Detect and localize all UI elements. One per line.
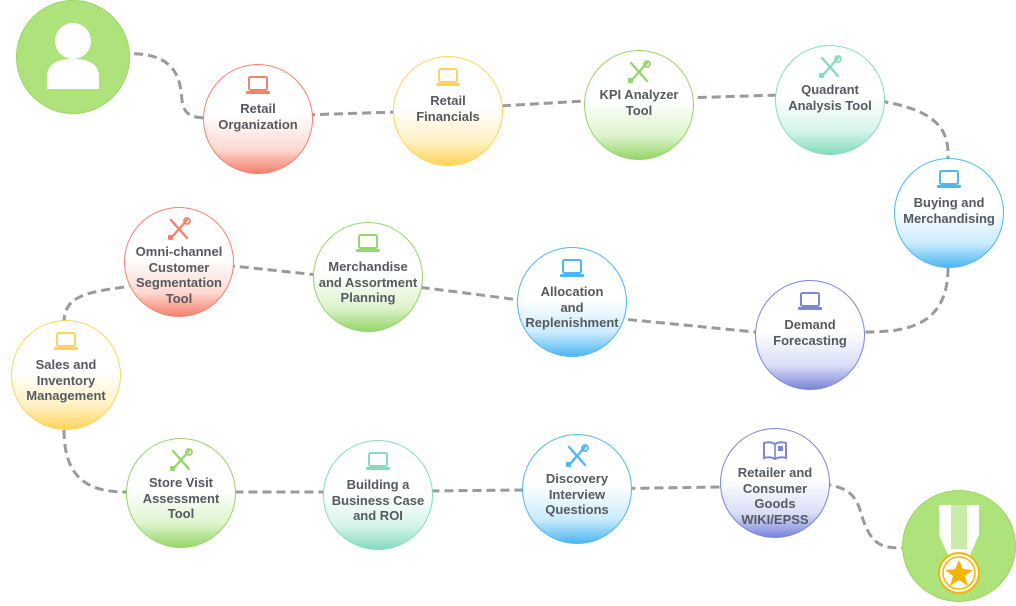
tools-icon bbox=[165, 217, 193, 240]
node-sales-and-inventory-management[interactable]: Sales and Inventory Management bbox=[11, 320, 121, 430]
node-label: KPI Analyzer Tool bbox=[599, 87, 679, 118]
node-label: Omni-channel Customer Segmentation Tool bbox=[135, 244, 223, 306]
node-label: Sales and Inventory Management bbox=[26, 357, 106, 403]
node-kpi-analyzer-tool[interactable]: KPI Analyzer Tool bbox=[584, 50, 694, 160]
laptop-icon bbox=[434, 67, 462, 89]
laptop-icon bbox=[244, 75, 272, 97]
node-merchandise-and-assortment-planning[interactable]: Merchandise and Assortment Planning bbox=[313, 222, 423, 332]
node-retail-financials[interactable]: Retail Financials bbox=[393, 56, 503, 166]
node-label: Quadrant Analysis Tool bbox=[788, 82, 872, 113]
laptop-icon bbox=[354, 233, 382, 255]
node-label: Building a Business Case and ROI bbox=[331, 477, 425, 523]
start-user-node bbox=[16, 0, 130, 114]
node-discovery-interview-questions[interactable]: Discovery Interview Questions bbox=[522, 434, 632, 544]
node-label: Merchandise and Assortment Planning bbox=[318, 259, 418, 305]
node-retail-organization[interactable]: Retail Organization bbox=[203, 64, 313, 174]
node-label: Demand Forecasting bbox=[773, 317, 847, 348]
node-buying-and-merchandising[interactable]: Buying and Merchandising bbox=[894, 158, 1004, 268]
tools-icon bbox=[625, 60, 653, 83]
node-label: Retailer and Consumer Goods WIKI/EPSS bbox=[737, 465, 813, 527]
tools-icon bbox=[816, 55, 844, 78]
node-label: Buying and Merchandising bbox=[903, 195, 995, 226]
node-building-a-business-case-and-roi[interactable]: Building a Business Case and ROI bbox=[323, 440, 433, 550]
laptop-icon bbox=[558, 258, 586, 280]
node-label: Discovery Interview Questions bbox=[545, 471, 609, 517]
node-allocation-and-replenishment[interactable]: Allocation and Replenishment bbox=[517, 247, 627, 357]
node-label: Retail Financials bbox=[416, 93, 480, 124]
laptop-icon bbox=[796, 291, 824, 313]
laptop-icon bbox=[364, 451, 392, 473]
book-icon bbox=[761, 439, 789, 461]
node-label: Store Visit Assessment Tool bbox=[142, 475, 220, 521]
finish-medal-node bbox=[902, 490, 1016, 602]
node-store-visit-assessment-tool[interactable]: Store Visit Assessment Tool bbox=[126, 438, 236, 548]
node-retailer-and-consumer-goods-wiki-epss[interactable]: Retailer and Consumer Goods WIKI/EPSS bbox=[720, 428, 830, 538]
tools-icon bbox=[167, 448, 195, 471]
tools-icon bbox=[563, 444, 591, 467]
node-omni-channel-customer-segmentation-tool[interactable]: Omni-channel Customer Segmentation Tool bbox=[124, 207, 234, 317]
user-icon bbox=[47, 23, 99, 89]
medal-icon bbox=[938, 505, 980, 594]
laptop-icon bbox=[52, 331, 80, 353]
node-label: Allocation and Replenishment bbox=[525, 284, 619, 330]
laptop-icon bbox=[935, 169, 963, 191]
node-demand-forecasting[interactable]: Demand Forecasting bbox=[755, 280, 865, 390]
node-quadrant-analysis-tool[interactable]: Quadrant Analysis Tool bbox=[775, 45, 885, 155]
node-label: Retail Organization bbox=[218, 101, 298, 132]
